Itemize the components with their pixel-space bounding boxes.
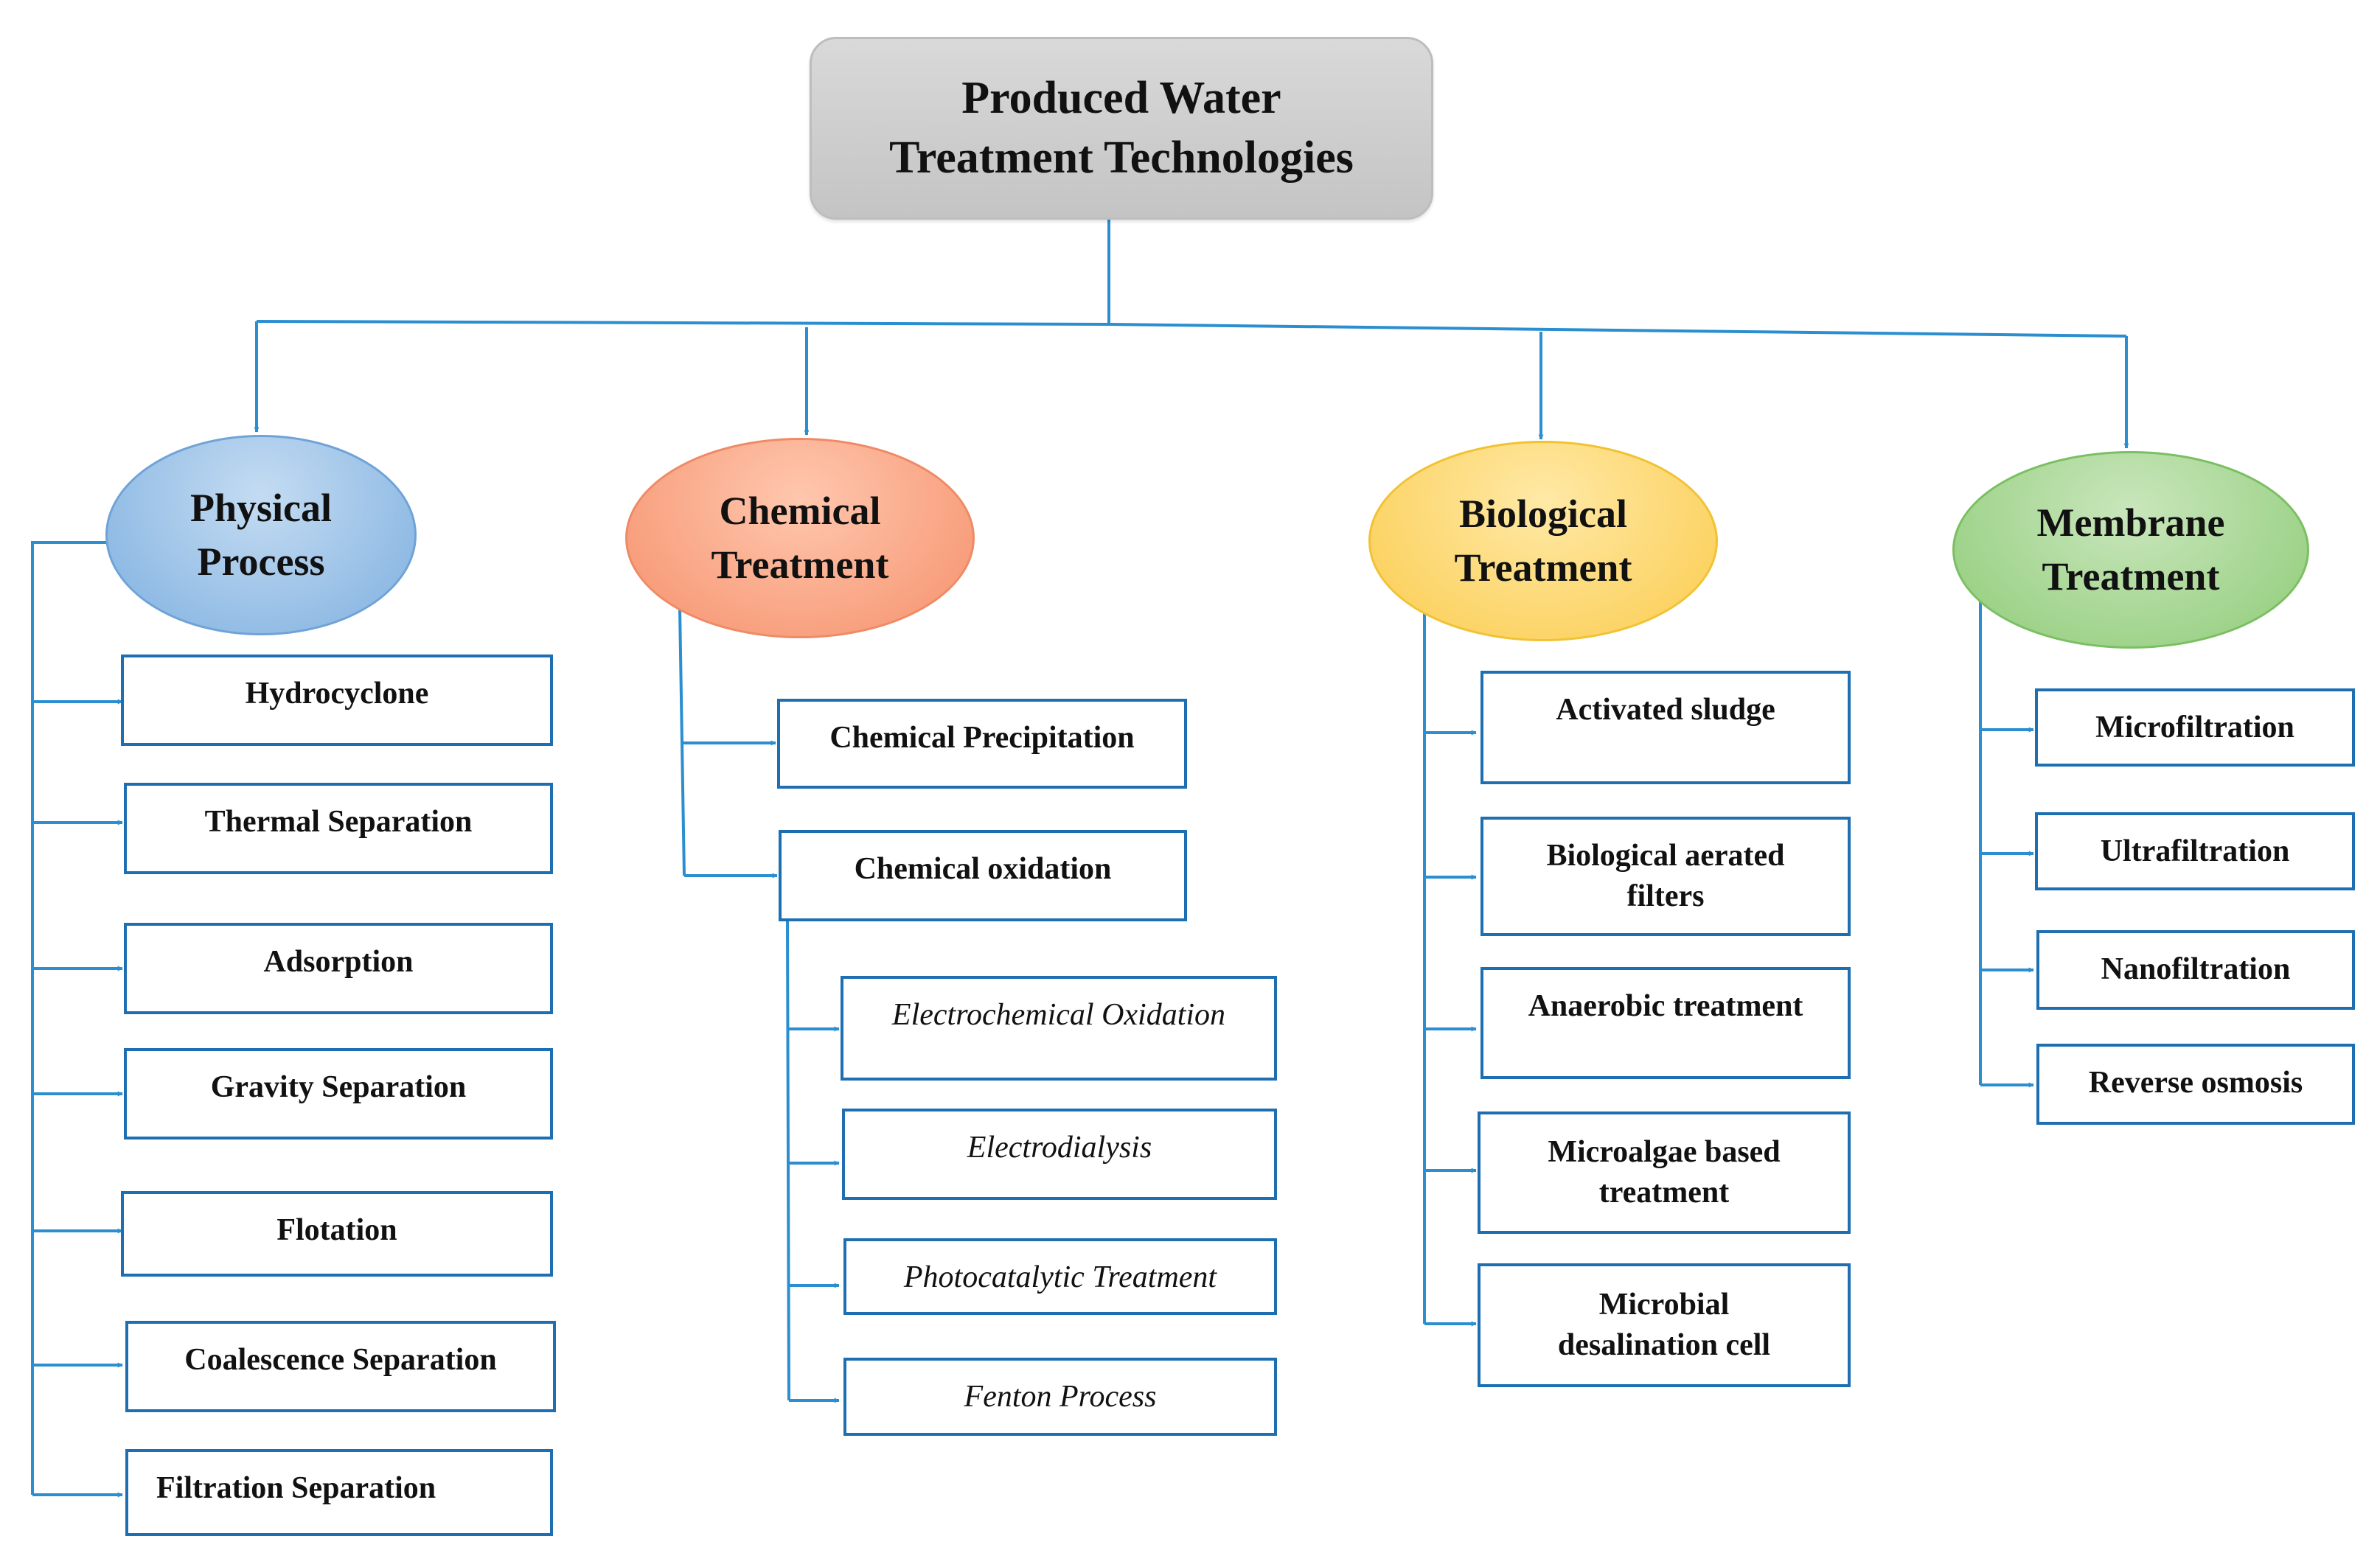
connector-chemical-spine [678, 608, 686, 876]
item-label: Adsorption [263, 945, 414, 979]
item-gravity-separation: Gravity Separation [124, 1048, 553, 1140]
item-label: Ultrafiltration [2100, 834, 2290, 868]
root-title-line2: Treatment Technologies [889, 133, 1354, 183]
category-label: Physical [189, 486, 332, 531]
item-activated-sludge: Activated sludge [1480, 671, 1851, 784]
item-label: filters [1626, 879, 1705, 913]
item-label: Microalgae based [1548, 1135, 1781, 1170]
item-nanofiltration: Nanofiltration [2036, 930, 2355, 1010]
connector-bus [256, 320, 2127, 338]
item-label: Anaerobic treatment [1528, 989, 1803, 1023]
item-label: Coalescence Separation [184, 1343, 497, 1377]
item-reverse-osmosis: Reverse osmosis [2036, 1044, 2355, 1125]
category-label: Biological [1459, 492, 1627, 537]
item-label: Reverse osmosis [2088, 1066, 2303, 1100]
category-label: Chemical [719, 489, 881, 534]
category-label: Treatment [1454, 545, 1632, 590]
category-label: Process [197, 540, 325, 584]
item-microfiltration: Microfiltration [2035, 688, 2355, 767]
item-chemical-precipitation: Chemical Precipitation [777, 699, 1187, 789]
item-label: Microbial [1598, 1288, 1730, 1322]
category-label: Treatment [711, 542, 889, 587]
item-coalescence-separation: Coalescence Separation [125, 1321, 556, 1412]
item-label: Chemical oxidation [854, 852, 1112, 886]
subitem-fenton-process: Fenton Process [843, 1358, 1277, 1436]
item-label: Photocatalytic Treatment [903, 1260, 1217, 1294]
item-label: desalination cell [1557, 1328, 1771, 1362]
item-label: Activated sludge [1556, 693, 1775, 727]
item-chemical-oxidation: Chemical oxidation [779, 830, 1187, 921]
item-hydrocyclone: Hydrocyclone [121, 655, 553, 746]
item-adsorption: Adsorption [124, 923, 553, 1014]
item-filtration-separation: Filtration Separation [125, 1449, 553, 1536]
category-physical-process: Physical Process [105, 435, 417, 635]
item-label: Biological aerated [1546, 839, 1785, 873]
item-label: Hydrocyclone [245, 677, 429, 711]
connector-oxidation-spine [786, 921, 790, 1401]
category-membrane-treatment: Membrane Treatment [1952, 451, 2309, 649]
root-title-line1: Produced Water [961, 73, 1281, 124]
item-label: Chemical Precipitation [829, 721, 1135, 755]
item-biological-aerated-filters: Biological aerated filters [1480, 817, 1851, 936]
item-label: treatment [1598, 1176, 1730, 1210]
category-chemical-treatment: Chemical Treatment [625, 438, 975, 638]
item-label: Filtration Separation [156, 1471, 436, 1505]
item-microbial-desalination-cell: Microbial desalination cell [1478, 1263, 1851, 1387]
connector-physical-spine [31, 541, 107, 1495]
item-label: Fenton Process [964, 1380, 1157, 1414]
category-label: Treatment [2042, 554, 2220, 598]
item-flotation: Flotation [121, 1191, 553, 1277]
category-label: Membrane [2036, 500, 2225, 545]
item-label: Flotation [276, 1213, 397, 1247]
item-anaerobic-treatment: Anaerobic treatment [1480, 967, 1851, 1079]
item-label: Electrochemical Oxidation [891, 998, 1226, 1032]
item-label: Nanofiltration [2101, 952, 2291, 986]
item-label: Microfiltration [2095, 711, 2294, 744]
subitem-electrochemical-oxidation: Electrochemical Oxidation [841, 976, 1277, 1081]
root-title-box: Produced Water Treatment Technologies [810, 37, 1433, 220]
item-label: Thermal Separation [204, 805, 473, 839]
item-label: Gravity Separation [210, 1070, 467, 1104]
item-label: Electrodialysis [967, 1131, 1152, 1165]
subitem-photocatalytic-treatment: Photocatalytic Treatment [843, 1238, 1277, 1315]
item-microalgae-based-treatment: Microalgae based treatment [1478, 1111, 1851, 1234]
category-biological-treatment: Biological Treatment [1368, 441, 1718, 641]
item-ultrafiltration: Ultrafiltration [2035, 812, 2355, 890]
item-thermal-separation: Thermal Separation [124, 783, 553, 874]
subitem-electrodialysis: Electrodialysis [842, 1109, 1277, 1200]
